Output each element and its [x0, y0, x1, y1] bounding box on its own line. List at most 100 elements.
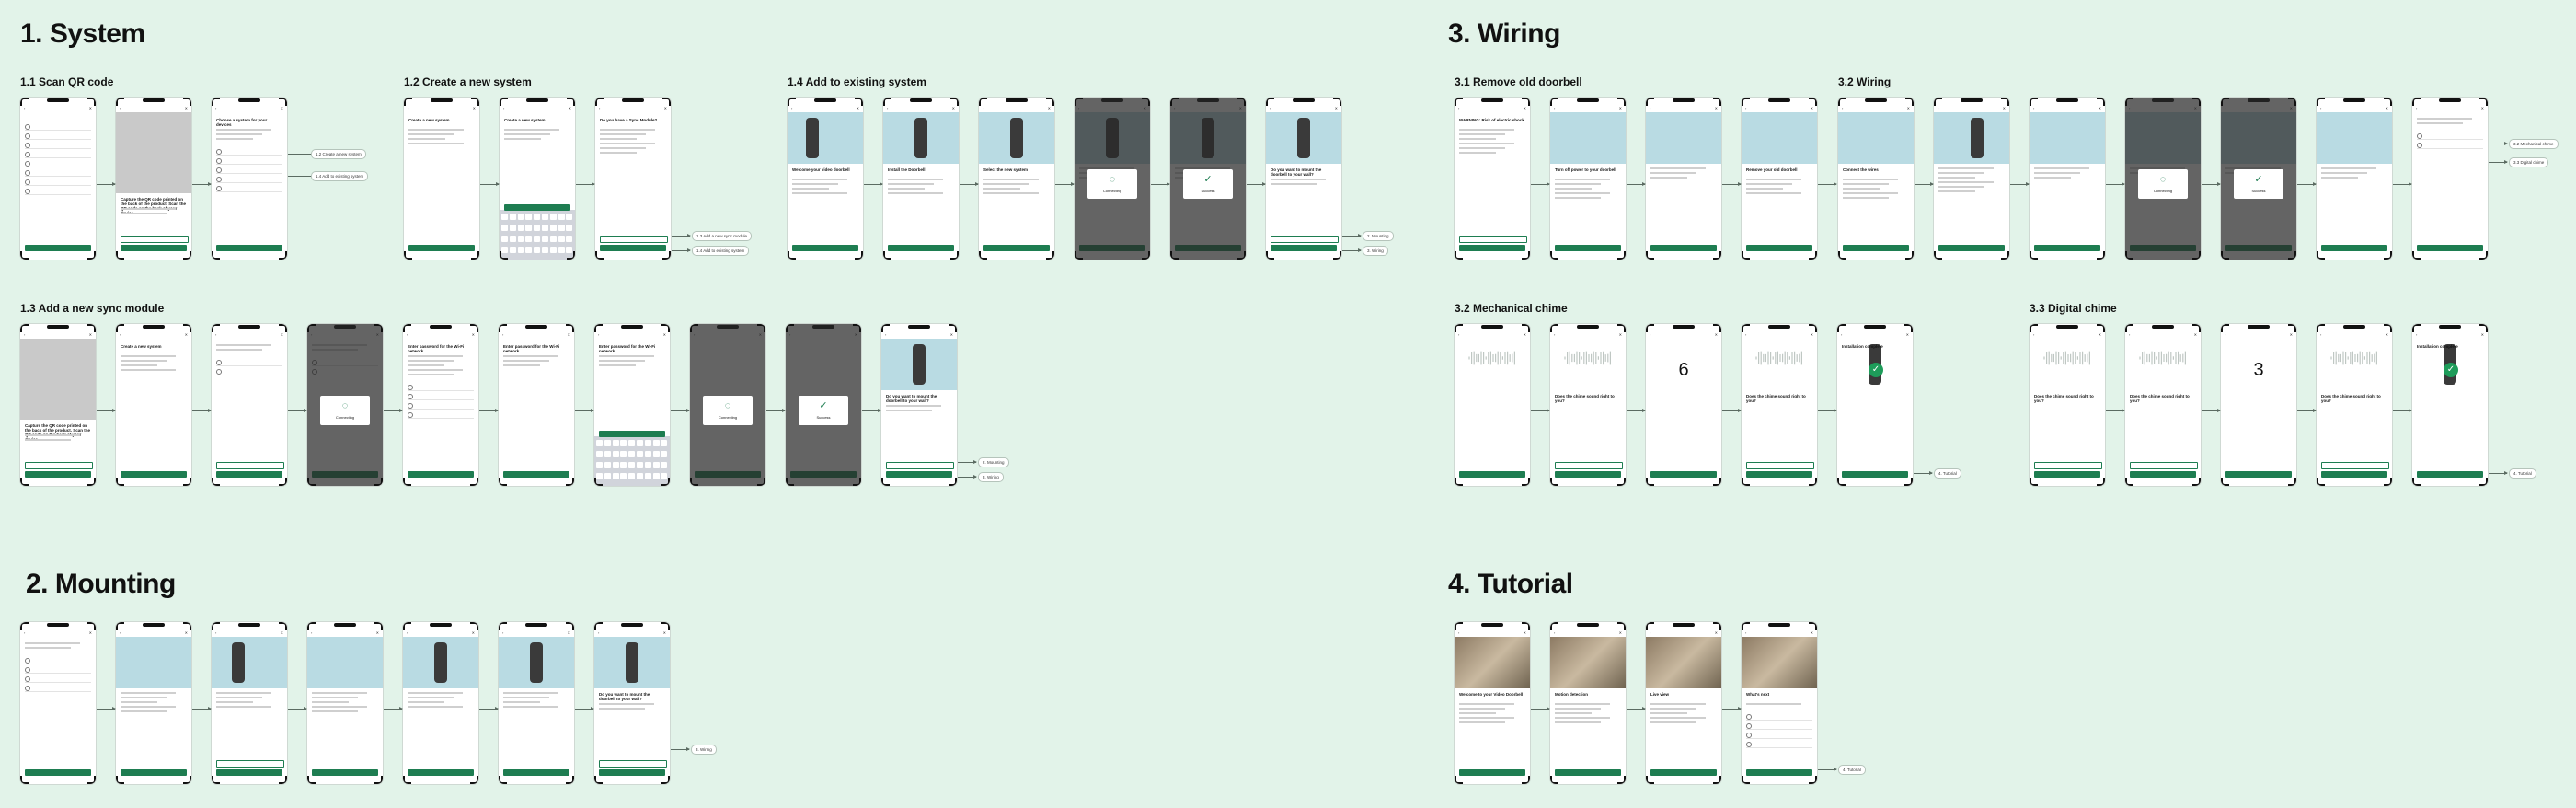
back-icon[interactable]: ‹	[2033, 106, 2035, 110]
back-icon[interactable]: ‹	[120, 332, 121, 337]
primary-button[interactable]	[1746, 245, 1812, 251]
keyboard-key[interactable]	[628, 473, 636, 479]
flow-link-pill[interactable]: 1.3 Add a new sync module	[692, 231, 753, 241]
back-icon[interactable]: ‹	[215, 106, 217, 110]
primary-button[interactable]	[1842, 471, 1908, 478]
back-icon[interactable]: ‹	[502, 332, 504, 337]
close-icon[interactable]: ✕	[2385, 332, 2388, 337]
back-icon[interactable]: ‹	[24, 630, 26, 635]
close-icon[interactable]: ✕	[662, 332, 666, 337]
primary-button[interactable]	[1555, 245, 1621, 251]
back-icon[interactable]: ‹	[503, 106, 505, 110]
back-icon[interactable]: ‹	[1270, 106, 1271, 110]
radio-icon[interactable]	[25, 179, 30, 185]
close-icon[interactable]: ✕	[663, 106, 667, 110]
close-icon[interactable]: ✕	[1714, 332, 1718, 337]
keyboard-key[interactable]	[637, 440, 643, 446]
close-icon[interactable]: ✕	[88, 106, 92, 110]
primary-button[interactable]	[216, 245, 282, 251]
radio-icon[interactable]	[25, 143, 30, 148]
secondary-button[interactable]	[1555, 462, 1623, 469]
list-item[interactable]	[216, 359, 282, 366]
list-item[interactable]	[408, 393, 474, 400]
keyboard-key[interactable]	[661, 440, 668, 446]
radio-icon[interactable]	[1746, 733, 1752, 738]
back-icon[interactable]: ‹	[407, 332, 408, 337]
radio-icon[interactable]	[25, 686, 30, 691]
keyboard-key[interactable]	[596, 473, 603, 479]
close-icon[interactable]: ✕	[280, 630, 283, 635]
keyboard-key[interactable]	[542, 236, 548, 242]
keyboard-key[interactable]	[549, 214, 557, 220]
keyboard-key[interactable]	[549, 247, 557, 253]
list-item[interactable]	[1746, 732, 1812, 739]
primary-button[interactable]	[503, 471, 569, 478]
secondary-button[interactable]	[1746, 462, 1814, 469]
list-item[interactable]	[25, 133, 91, 140]
close-icon[interactable]: ✕	[568, 106, 571, 110]
back-icon[interactable]: ‹	[215, 630, 217, 635]
secondary-button[interactable]	[121, 236, 189, 243]
list-item[interactable]	[216, 176, 282, 183]
keyboard-key[interactable]	[517, 247, 524, 253]
keyboard-key[interactable]	[517, 236, 524, 242]
close-icon[interactable]: ✕	[1810, 630, 1813, 635]
keyboard-key[interactable]	[644, 462, 651, 468]
primary-button[interactable]	[888, 245, 954, 251]
list-item[interactable]	[25, 151, 91, 158]
primary-button[interactable]	[504, 204, 570, 211]
back-icon[interactable]: ‹	[1554, 630, 1556, 635]
primary-button[interactable]	[983, 245, 1050, 251]
back-icon[interactable]: ‹	[407, 630, 408, 635]
primary-button[interactable]	[2034, 471, 2100, 478]
list-item[interactable]	[408, 411, 474, 419]
keyboard-key[interactable]	[652, 440, 660, 446]
keyboard-key[interactable]	[604, 462, 611, 468]
list-item[interactable]	[25, 188, 91, 195]
list-item[interactable]	[1746, 713, 1812, 721]
keyboard-key[interactable]	[596, 451, 603, 457]
keyboard-key[interactable]	[661, 451, 668, 457]
primary-button[interactable]	[2321, 471, 2387, 478]
primary-button[interactable]	[599, 431, 665, 437]
primary-button[interactable]	[25, 245, 91, 251]
radio-icon[interactable]	[408, 394, 413, 399]
list-item[interactable]	[216, 368, 282, 375]
close-icon[interactable]: ✕	[567, 630, 570, 635]
back-icon[interactable]: ‹	[2320, 106, 2322, 110]
back-icon[interactable]: ‹	[598, 332, 600, 337]
flow-link-pill[interactable]: 1.4 Add to existing system	[692, 246, 750, 256]
close-icon[interactable]: ✕	[2193, 332, 2197, 337]
close-icon[interactable]: ✕	[375, 630, 379, 635]
close-icon[interactable]: ✕	[471, 630, 475, 635]
radio-icon[interactable]	[216, 369, 222, 375]
keyboard-key[interactable]	[644, 451, 651, 457]
close-icon[interactable]: ✕	[2098, 332, 2101, 337]
keyboard-key[interactable]	[542, 225, 548, 231]
list-item[interactable]	[2417, 142, 2483, 149]
radio-icon[interactable]	[25, 189, 30, 194]
back-icon[interactable]: ‹	[1745, 106, 1747, 110]
radio-icon[interactable]	[216, 158, 222, 164]
primary-button[interactable]	[1650, 471, 1717, 478]
list-item[interactable]	[216, 185, 282, 192]
keyboard-key[interactable]	[501, 236, 508, 242]
back-icon[interactable]: ‹	[1841, 332, 1843, 337]
primary-button[interactable]	[2321, 245, 2387, 251]
keyboard-key[interactable]	[534, 225, 541, 231]
back-icon[interactable]: ‹	[885, 332, 887, 337]
back-icon[interactable]: ‹	[2416, 106, 2418, 110]
radio-icon[interactable]	[408, 412, 413, 418]
primary-button[interactable]	[1746, 769, 1812, 776]
back-icon[interactable]: ‹	[2033, 332, 2035, 337]
back-icon[interactable]: ‹	[599, 106, 601, 110]
close-icon[interactable]: ✕	[567, 332, 570, 337]
close-icon[interactable]: ✕	[1810, 106, 1813, 110]
list-item[interactable]	[25, 179, 91, 186]
primary-button[interactable]	[121, 471, 187, 478]
secondary-button[interactable]	[1271, 236, 1339, 243]
close-icon[interactable]: ✕	[1523, 630, 1526, 635]
keyboard-key[interactable]	[542, 247, 548, 253]
list-item[interactable]	[25, 657, 91, 664]
close-icon[interactable]: ✕	[280, 106, 283, 110]
